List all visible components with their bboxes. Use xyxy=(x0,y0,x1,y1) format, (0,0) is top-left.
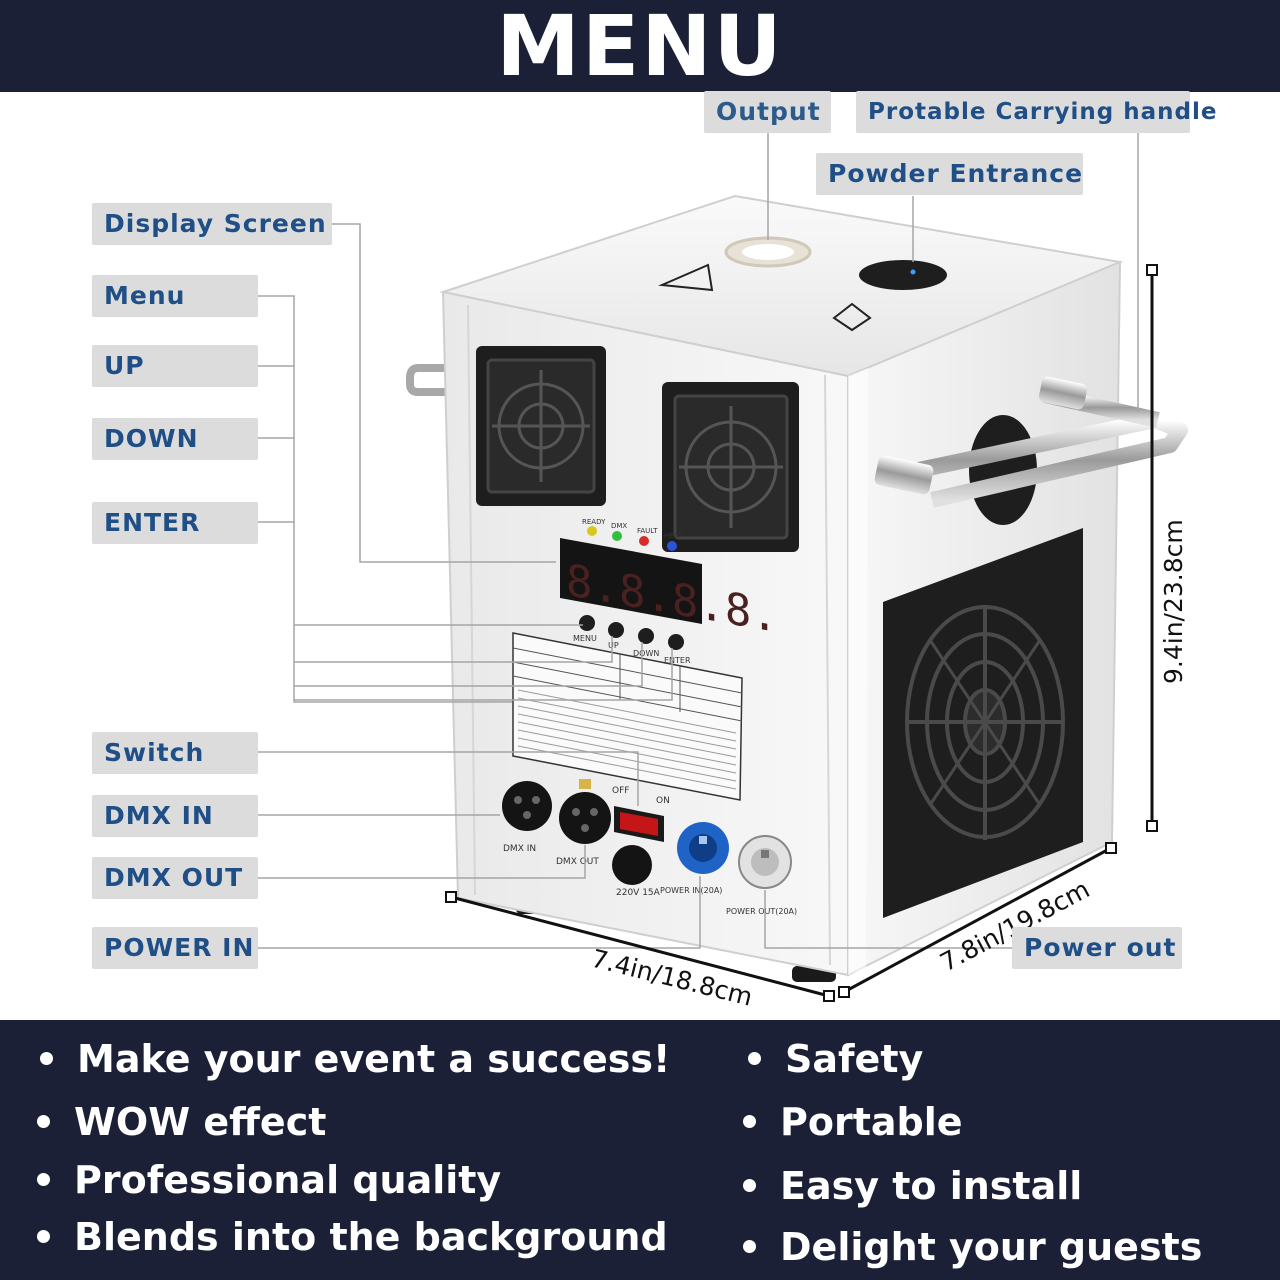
switch-off-label: OFF xyxy=(612,786,629,796)
feature-item: Make your event a success! xyxy=(40,1031,670,1087)
led-ready-label: READY xyxy=(582,518,606,526)
dmx-in-port xyxy=(502,781,552,831)
fuse-label: 220V 15A xyxy=(616,888,661,898)
feature-item: Delight your guests xyxy=(743,1219,1202,1275)
feature-text: Portable xyxy=(780,1100,963,1144)
led-fault-label: FAULT xyxy=(637,527,658,535)
label-power-in: POWER IN xyxy=(92,927,258,969)
label-display-screen: Display Screen xyxy=(92,203,332,245)
bullet-dot xyxy=(37,1115,50,1128)
feature-item: WOW effect xyxy=(37,1094,326,1150)
front-fan-left xyxy=(476,346,606,506)
up-button-label: UP xyxy=(608,641,619,650)
feature-text: Delight your guests xyxy=(780,1225,1203,1269)
feature-item: Professional quality xyxy=(37,1152,501,1208)
features-band xyxy=(0,1020,1280,1280)
dimension-height: 9.4in/23.8cm xyxy=(1159,519,1188,684)
label-menu: Menu xyxy=(92,275,258,317)
dmx-out-port-label: DMX OUT xyxy=(556,857,599,867)
switch-on-label: ON xyxy=(656,796,670,806)
bullet-dot xyxy=(40,1052,53,1065)
fuse-holder xyxy=(612,845,652,885)
feature-item: Portable xyxy=(743,1094,963,1150)
feature-text: Make your event a success! xyxy=(77,1037,671,1081)
bullet-dot xyxy=(37,1173,50,1186)
label-output: Output xyxy=(704,91,831,133)
side-fan xyxy=(883,528,1083,918)
feature-text: Easy to install xyxy=(780,1164,1083,1208)
bullet-dot xyxy=(743,1240,756,1253)
power-in-port-label: POWER IN(20A) xyxy=(660,886,722,895)
feature-text: Professional quality xyxy=(74,1158,502,1202)
feature-item: Easy to install xyxy=(743,1158,1082,1214)
label-down: DOWN xyxy=(92,418,258,460)
label-carrying-handle: Protable Carrying handle xyxy=(856,91,1217,133)
menu-button xyxy=(579,615,595,631)
dmx-out-port xyxy=(559,792,611,844)
label-up: UP xyxy=(92,345,258,387)
enter-button-label: ENTER xyxy=(664,656,691,665)
feature-item: Safety xyxy=(748,1031,923,1087)
feature-item: Blends into the background xyxy=(37,1209,668,1265)
dmx-in-port-label: DMX IN xyxy=(503,844,536,854)
feature-text: Blends into the background xyxy=(74,1215,668,1259)
led-dmx-label: DMX xyxy=(611,522,627,530)
up-button xyxy=(608,622,624,638)
label-switch: Switch xyxy=(92,732,258,774)
bullet-dot xyxy=(743,1179,756,1192)
led-heat-label: HEAT xyxy=(664,532,683,540)
menu-button-label: MENU xyxy=(573,634,597,643)
spec-sticker xyxy=(512,632,743,801)
carrying-handle xyxy=(874,376,1188,508)
power-out-port-label: POWER OUT(20A) xyxy=(726,907,797,916)
bullet-dot xyxy=(748,1052,761,1065)
feature-text: WOW effect xyxy=(74,1100,327,1144)
label-enter: ENTER xyxy=(92,502,258,544)
bullet-dot xyxy=(743,1115,756,1128)
label-powder-entrance: Powder Entrance xyxy=(816,153,1083,195)
powder-entrance-cap xyxy=(859,260,947,290)
front-fan-right xyxy=(662,382,799,552)
bullet-dot xyxy=(37,1230,50,1243)
display-screen xyxy=(560,538,702,624)
header-band xyxy=(0,0,1280,92)
page-title: MENU xyxy=(496,0,784,95)
down-button-label: DOWN xyxy=(633,649,659,658)
label-dmx-in: DMX IN xyxy=(92,795,258,837)
down-button xyxy=(638,628,654,644)
label-dmx-out: DMX OUT xyxy=(92,857,258,899)
enter-button xyxy=(668,634,684,650)
feature-text: Safety xyxy=(785,1037,924,1081)
label-power-out: Power out xyxy=(1012,927,1182,969)
